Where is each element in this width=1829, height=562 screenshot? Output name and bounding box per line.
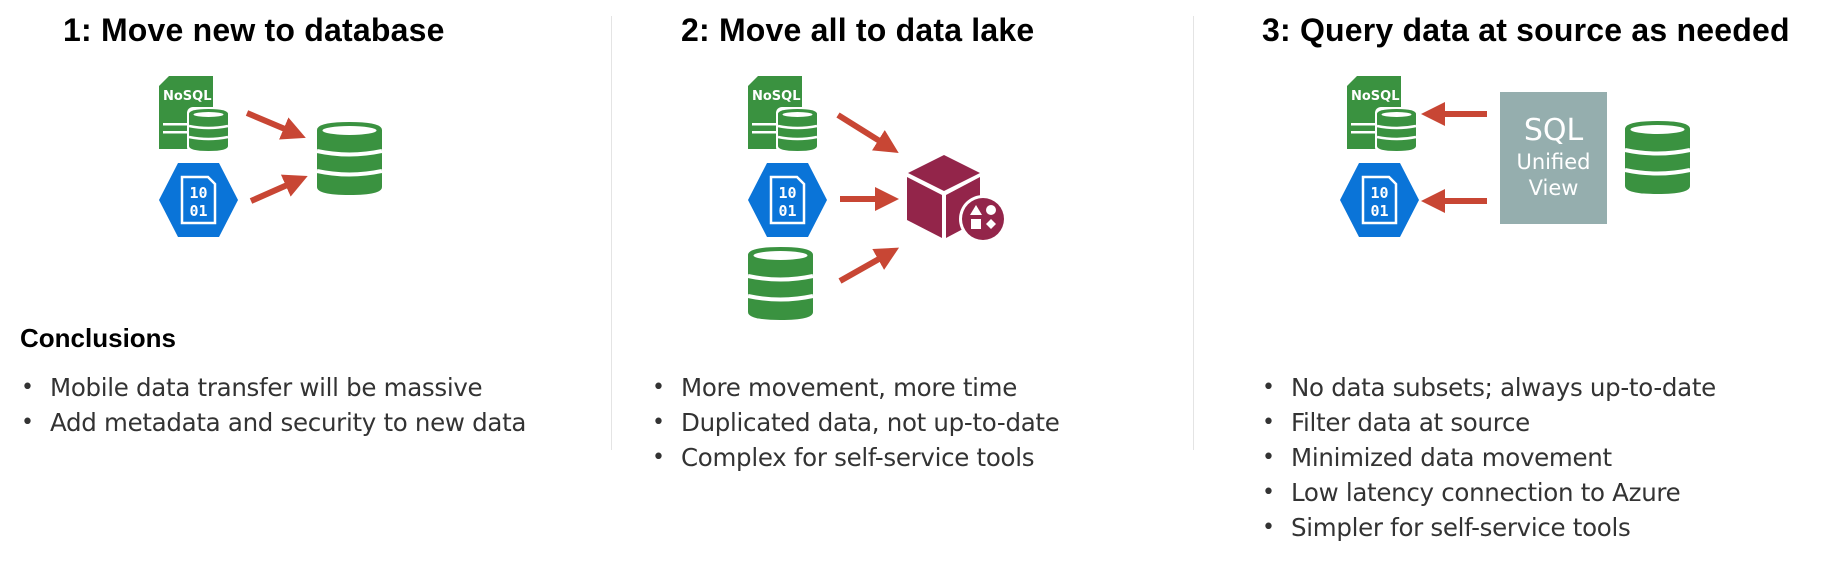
binary-label-bottom: 01 (1370, 202, 1388, 220)
list-item: Filter data at source (1262, 405, 1716, 440)
nosql-label: NoSQL (163, 89, 212, 104)
panel-2-title: 2: Move all to data lake (681, 12, 1035, 48)
arrow-icon (836, 112, 899, 153)
panel-3-diagram: NoSQL 10 01 SQL Unified View (1338, 74, 1692, 239)
arrow-icon (245, 110, 306, 140)
list-item: Mobile data transfer will be massive (21, 370, 526, 405)
panel-1-diagram: NoSQL 10 01 (157, 74, 384, 239)
list-item: Duplicated data, not up-to-date (652, 405, 1060, 440)
nosql-document-icon: NoSQL (1345, 74, 1420, 155)
panel-2-bullets: More movement, more time Duplicated data… (652, 370, 1060, 475)
panel-1-title: 1: Move new to database (63, 12, 445, 48)
panel-1-bullets: Mobile data transfer will be massive Add… (21, 370, 526, 440)
panel-2-diagram: NoSQL 10 01 (746, 74, 1007, 322)
blob-storage-icon: 10 01 (1338, 161, 1421, 239)
data-lake-icon (907, 155, 1007, 243)
database-icon (315, 120, 384, 197)
binary-label-top: 10 (1370, 184, 1388, 202)
sql-unified-view-box: SQL Unified View (1500, 92, 1607, 224)
arrow-icon (838, 247, 900, 284)
nosql-label: NoSQL (752, 89, 801, 104)
binary-label-bottom: 01 (778, 202, 796, 220)
unified-label: Unified (1517, 150, 1591, 174)
list-item: Complex for self-service tools (652, 440, 1060, 475)
binary-label-bottom: 01 (189, 202, 207, 220)
conclusions-heading: Conclusions (20, 323, 177, 353)
blob-storage-icon: 10 01 (157, 161, 240, 239)
nosql-label: NoSQL (1351, 89, 1400, 104)
sql-label: SQL (1524, 113, 1584, 148)
divider-2 (1193, 16, 1194, 450)
list-item: Add metadata and security to new data (21, 405, 526, 440)
list-item: Simpler for self-service tools (1262, 510, 1716, 545)
binary-label-top: 10 (778, 184, 796, 202)
diagrams: NoSQL 10 01 NoSQL 10 01 (157, 74, 1692, 322)
divider-1 (611, 16, 612, 450)
nosql-document-icon: NoSQL (157, 74, 232, 155)
panel-3-bullets: No data subsets; always up-to-date Filte… (1262, 370, 1716, 545)
panel-3-title: 3: Query data at source as needed (1262, 12, 1790, 48)
arrow-icon (249, 174, 308, 204)
view-label: View (1529, 176, 1579, 200)
binary-label-top: 10 (189, 184, 207, 202)
list-item: Low latency connection to Azure (1262, 475, 1716, 510)
nosql-document-icon: NoSQL (746, 74, 821, 155)
list-item: Minimized data movement (1262, 440, 1716, 475)
list-item: No data subsets; always up-to-date (1262, 370, 1716, 405)
database-icon (746, 245, 815, 322)
list-item: More movement, more time (652, 370, 1060, 405)
database-icon (1623, 119, 1692, 196)
blob-storage-icon: 10 01 (746, 161, 829, 239)
